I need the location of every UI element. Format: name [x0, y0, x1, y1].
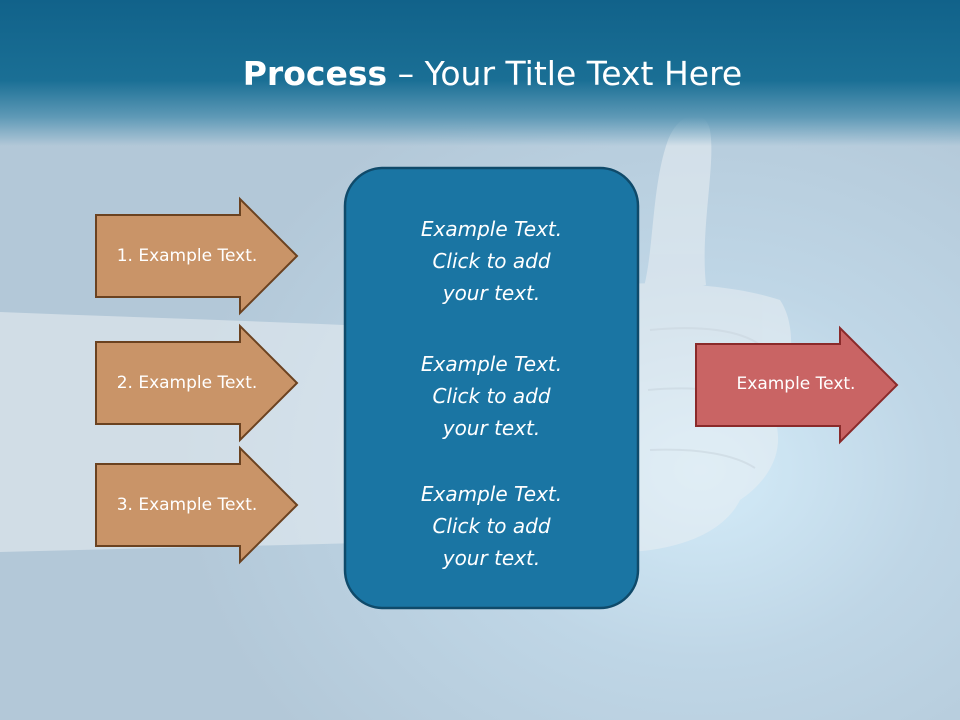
left-arrow-2[interactable] [95, 323, 299, 443]
center-text-line: your text. [442, 546, 541, 570]
center-text-line: Click to add [432, 384, 551, 408]
title-banner [0, 0, 960, 146]
title-bold: Process [242, 54, 388, 93]
center-box[interactable] [343, 166, 640, 610]
center-text-block-2[interactable]: Example Text. Click to add your text. [345, 348, 638, 444]
center-text-line: your text. [442, 416, 541, 440]
center-text-line: Example Text. [420, 217, 563, 241]
left-arrow-1-label: 1. Example Text. [116, 246, 258, 266]
left-arrow-1[interactable] [95, 196, 299, 316]
right-arrow-label: Example Text. [736, 374, 856, 394]
center-text-line: Example Text. [420, 352, 563, 376]
center-text-block-1[interactable]: Example Text. Click to add your text. [345, 213, 638, 309]
left-arrow-3[interactable] [95, 445, 299, 565]
center-text-line: Click to add [432, 249, 551, 273]
right-arrow[interactable] [695, 325, 899, 445]
center-text-block-3[interactable]: Example Text. Click to add your text. [345, 478, 638, 574]
left-arrow-3-label: 3. Example Text. [116, 495, 258, 515]
left-arrow-2-label: 2. Example Text. [116, 373, 258, 393]
center-text-line: your text. [442, 281, 541, 305]
center-text-line: Click to add [432, 514, 551, 538]
slide-title[interactable]: Process – Your Title Text Here [0, 52, 960, 96]
title-rest: – Your Title Text Here [387, 54, 743, 93]
center-text-line: Example Text. [420, 482, 563, 506]
